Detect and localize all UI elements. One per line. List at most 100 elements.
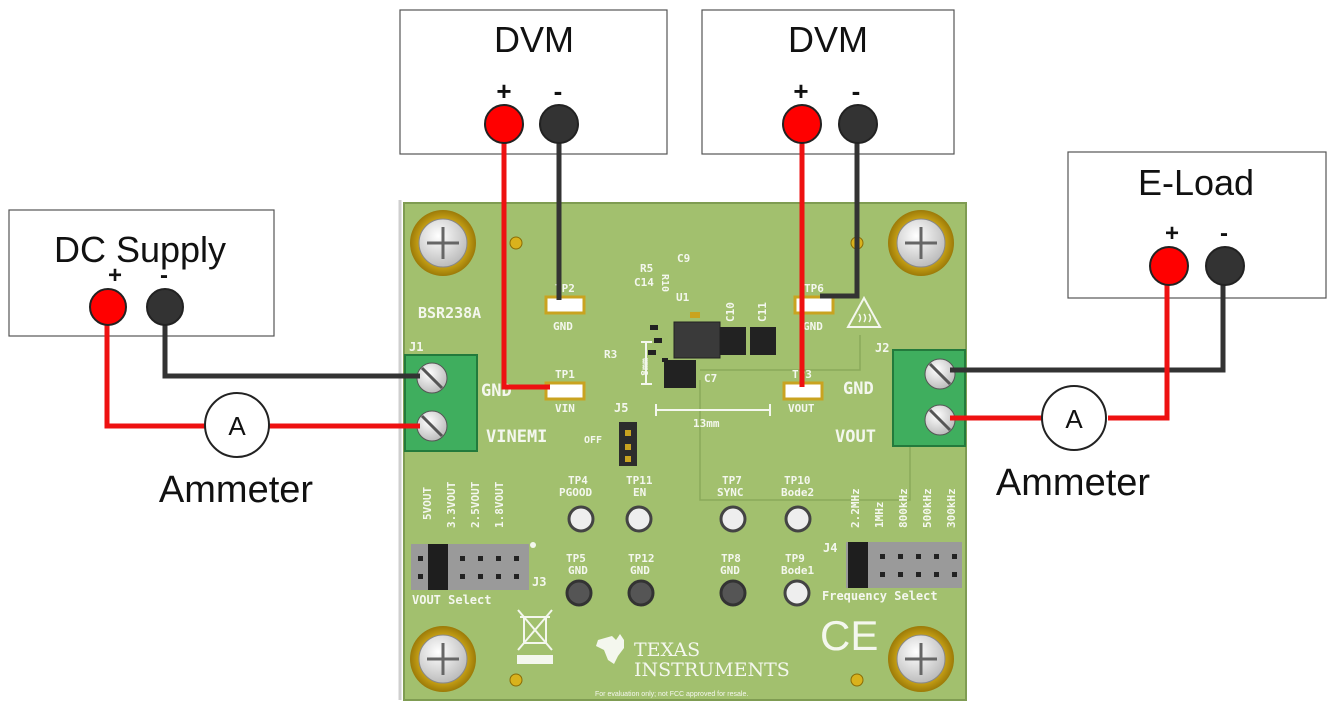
j5-label: J5 [614,401,628,415]
tp7-sub: SYNC [717,486,744,499]
dim-8mm: 8mm [640,358,651,376]
dc-supply-minus: - [160,262,168,289]
freq-option-800k: 800kHz [897,488,910,528]
dvm-right-negative-wire [820,126,860,299]
dc-supply-positive-terminal [89,288,127,326]
u1-label: U1 [676,291,690,304]
tp2-pad [544,295,586,315]
r10-label: R10 [659,274,670,292]
board-part-number: BSR238A [418,304,481,322]
tp9: TP9 Bode1 [781,552,814,607]
j1-terminal-block [404,354,478,452]
tp1-label: TP1 [555,368,575,381]
dvm-right-minus: - [852,76,861,106]
mounting-hole-bl [410,626,476,692]
dim-13mm: 13mm [693,417,720,430]
eload-positive-terminal [1149,246,1189,286]
logo-line1: Texas [634,639,700,661]
dc-supply-label: DC Supply [54,229,226,270]
tp4: TP4 PGOOD [559,474,595,533]
j4-header [846,542,962,588]
vout-option-2v5: 2.5VOUT [469,481,482,528]
vout-option-5v: 5VOUT [421,487,434,520]
tp9-label: TP9 [785,552,805,565]
tp7-label: TP7 [722,474,742,487]
dc-supply-positive-wire [104,310,420,429]
tp6-label: TP6 [804,282,824,295]
smd-components [648,312,776,388]
dvm-right-negative-terminal [838,104,878,144]
j2-gnd-label: GND [843,379,874,399]
tp8: TP8 GND [719,552,747,607]
tp12-label: TP12 [628,552,655,565]
r5-label: R5 [640,262,653,275]
freq-option-300k: 300kHz [945,488,958,528]
logo-line2: Instruments [634,659,790,681]
tp11-label: TP11 [626,474,653,487]
tp9-sub: Bode1 [781,564,814,577]
c14-label: C14 [634,276,654,289]
tp12: TP12 GND [627,552,655,607]
j5-off-label: OFF [584,435,602,446]
c10-label: C10 [724,302,737,322]
tp4-label: TP4 [568,474,588,487]
ammeter-left-symbol: A [228,411,246,441]
ammeter-right: A Ammeter [996,385,1150,504]
tp11-sub: EN [633,486,646,499]
j1-vinemi-label: VINEMI [486,427,547,447]
mounting-hole-tl [410,210,476,276]
dvm-right: DVM + - [701,9,955,155]
weee-bin-icon [517,609,553,664]
tp5: TP5 GND [565,552,593,607]
ammeter-left: A Ammeter [159,392,313,511]
c9-label: C9 [677,252,690,265]
wires [104,126,1226,429]
frequency-select-label: Frequency Select [822,589,938,603]
j2-vout-label: VOUT [835,427,876,447]
ammeter-right-label: Ammeter [996,462,1150,504]
eload-label: E-Load [1138,162,1254,203]
freq-option-1m: 1MHz [873,502,886,529]
vout-option-3v3: 3.3VOUT [445,481,458,528]
disclaimer-text: For evaluation only; not FCC approved fo… [595,691,748,698]
j4-label: J4 [823,541,837,555]
tp10: TP10 Bode2 [781,474,814,533]
dvm-right-label: DVM [788,19,868,60]
j2-label: J2 [875,341,889,355]
tp8-sub: GND [720,564,740,577]
tp1-pad [544,381,586,401]
tp1-sub: VIN [555,402,575,415]
dc-supply-negative-terminal [146,288,184,326]
tp2-sub: GND [553,320,573,333]
tp7: TP7 SYNC [717,474,747,533]
eload-negative-terminal [1205,246,1245,286]
j5-jumper [619,422,637,466]
tp5-label: TP5 [566,552,586,565]
texas-instruments-logo: Texas Instruments [596,634,790,681]
mounting-hole-tr [888,210,954,276]
c7-label: C7 [704,372,717,385]
freq-option-500k: 500kHz [921,488,934,528]
hot-surface-warning-icon [846,295,882,328]
j1-label: J1 [409,340,423,354]
dvm-left-positive-wire [501,126,550,390]
eload-positive-wire [950,266,1170,421]
tp12-sub: GND [630,564,650,577]
tp4-sub: PGOOD [559,486,592,499]
eload-plus: + [1165,220,1179,247]
ammeter-left-label: Ammeter [159,469,313,511]
tp10-sub: Bode2 [781,486,814,499]
dimension-lines [641,341,771,416]
j1-gnd-label: GND [481,381,512,401]
eload-minus: - [1220,220,1228,247]
c11-label: C11 [756,302,769,322]
ce-mark: CE [820,612,878,659]
eload-negative-wire [950,266,1226,373]
tp8-label: TP8 [721,552,741,565]
j2-terminal-block [892,349,966,447]
terminals [89,104,1245,326]
dc-supply-plus: + [108,262,122,289]
vout-option-1v8: 1.8VOUT [493,481,506,528]
electronic-load: E-Load + - [1067,151,1327,299]
